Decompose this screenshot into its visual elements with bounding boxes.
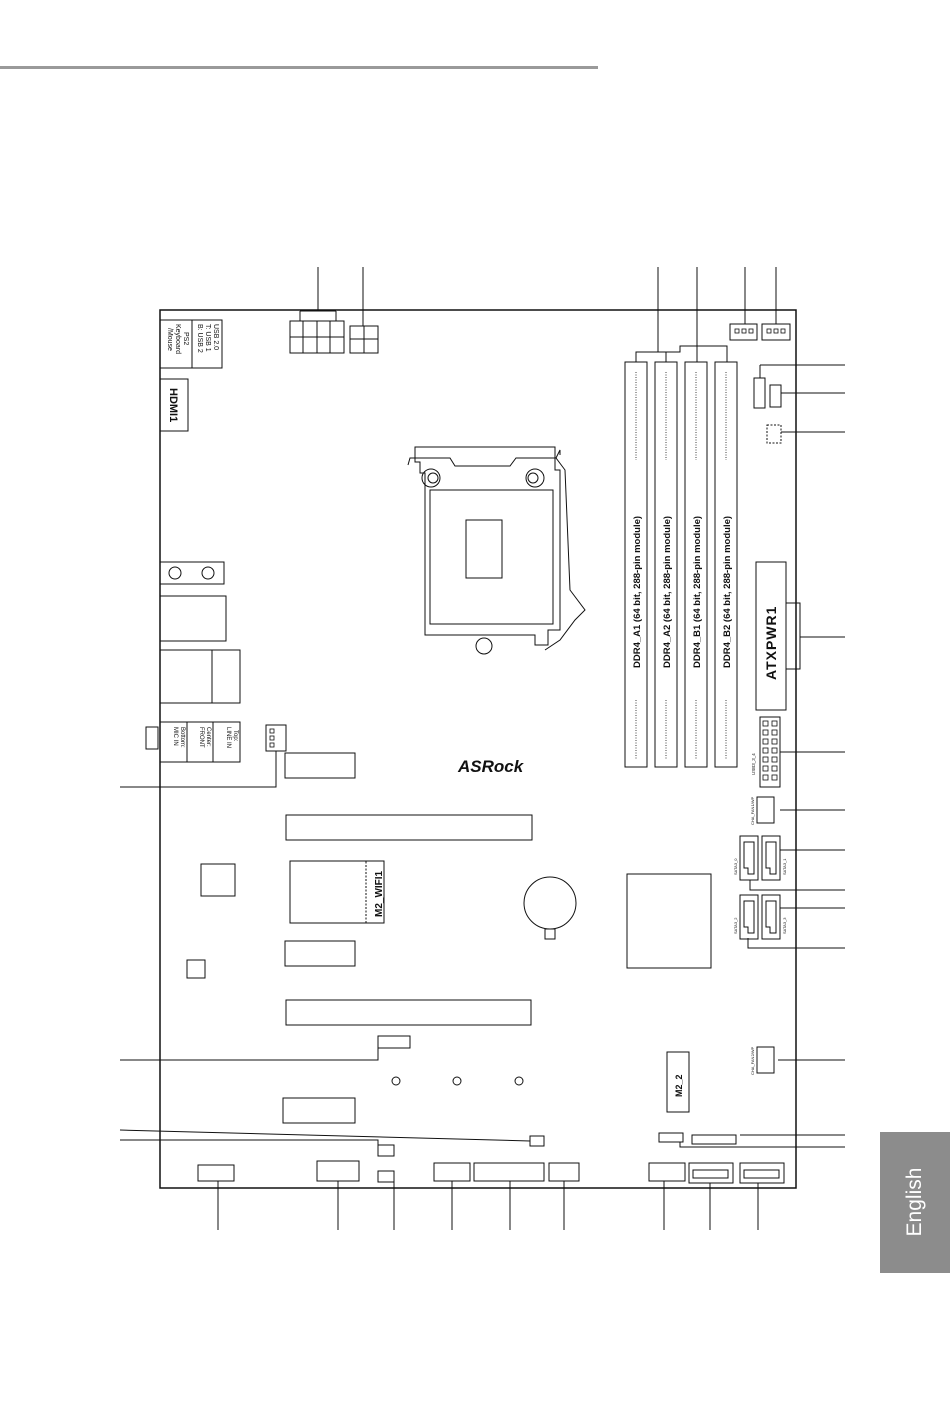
rgb-header-2 [769, 384, 782, 408]
usb-label-1: USB 2.0 [212, 324, 219, 350]
language-tab-label: English [903, 1167, 926, 1237]
usb3-header-label: USB3_3_4 [751, 753, 756, 775]
dimm-label-b2: DDR4_B2 (64 bit, 288-pin module) [722, 516, 733, 668]
atx-power-label: ATXPWR1 [763, 606, 779, 680]
audio-jacks [159, 721, 241, 763]
hd-audio-header [265, 724, 287, 752]
sata-label-0: SATA3_0 [733, 858, 738, 875]
ps2-label-2: Keyboard [174, 324, 181, 354]
hdmi-port [159, 378, 189, 432]
dimm-label-a1: DDR4_A1 (64 bit, 288-pin module) [632, 516, 643, 668]
jumper-2 [377, 1170, 395, 1183]
audio-label-center-2: FRONT [198, 727, 204, 748]
rear-io-panel [145, 319, 241, 763]
m2-2-label: M2_2 [674, 1074, 684, 1097]
dimm-label-b1: DDR4_B1 (64 bit, 288-pin module) [692, 516, 703, 668]
m2-2-slot [666, 1051, 690, 1113]
audio-label-center-1: Center: [205, 727, 211, 747]
callout-lines-right [679, 364, 845, 1148]
dimm-slots [624, 345, 738, 768]
board-outline [159, 309, 797, 1189]
callout-line-left-4 [120, 1139, 379, 1150]
hdmi-label: HDMI1 [167, 388, 179, 422]
sata-label-2: SATA3_2 [733, 917, 738, 934]
callout-line-left-2 [120, 1042, 379, 1061]
ps2-label-1: PS2 [182, 332, 189, 345]
fan-headers-top-right [729, 323, 791, 341]
cha-fan1-label: CHA_FAN1/WP [750, 796, 755, 825]
pcie-slots [282, 752, 533, 1124]
cha-fan2-label: CHA_FAN2/WP [750, 1046, 755, 1075]
tpm-header [766, 424, 782, 444]
sata-label-1: SATA3_1 [782, 858, 787, 875]
m2-wifi-label: M2_WIFI1 [374, 870, 385, 917]
callout-line-left-3 [119, 1129, 531, 1142]
optical-port [145, 726, 159, 750]
audio-label-top-1: Top: [232, 730, 238, 742]
language-tab[interactable]: English [880, 1132, 950, 1273]
audio-label-bottom-2: MIC IN [172, 727, 178, 746]
lan-port [159, 595, 227, 642]
header-rule [0, 66, 598, 69]
cpu-power-connectors [289, 310, 379, 354]
atx-24pin-connector [755, 561, 801, 711]
audio-label-bottom-1: Bottom: [179, 727, 185, 748]
usb-label-3: B: USB 2 [196, 324, 203, 353]
callout-line-left-1 [120, 751, 277, 788]
small-chip [186, 959, 206, 979]
ps2-label-3: /Mouse [166, 328, 173, 351]
sata-label-3: SATA3_3 [782, 917, 787, 934]
usb-stack [159, 649, 241, 704]
fan-header-mid [377, 1035, 411, 1049]
callout-lines-top [317, 267, 777, 352]
usb-ps2-block [159, 319, 223, 369]
antenna-block [159, 561, 225, 585]
cmos-battery [523, 876, 577, 940]
callout-lines-bottom [217, 1181, 759, 1230]
cha-fan2-header [756, 1046, 775, 1074]
chipset [626, 873, 712, 969]
usb3-header [759, 716, 781, 788]
io-chip [200, 863, 236, 897]
cpu-socket [407, 446, 586, 655]
cha-fan1-header [756, 796, 775, 824]
jumper-1 [377, 1144, 395, 1157]
clr-cmos-jumper [529, 1135, 545, 1147]
m2-wifi-slot [289, 860, 385, 924]
bottom-headers [197, 1132, 785, 1184]
dimm-label-a2: DDR4_A2 (64 bit, 288-pin module) [662, 516, 673, 668]
brand-logo: ASRock [457, 757, 525, 776]
usb-label-2: T: USB 1 [204, 324, 211, 352]
sata-connectors [739, 835, 781, 940]
rgb-header-1 [753, 377, 766, 409]
audio-label-top-2: LINE IN [225, 727, 231, 748]
